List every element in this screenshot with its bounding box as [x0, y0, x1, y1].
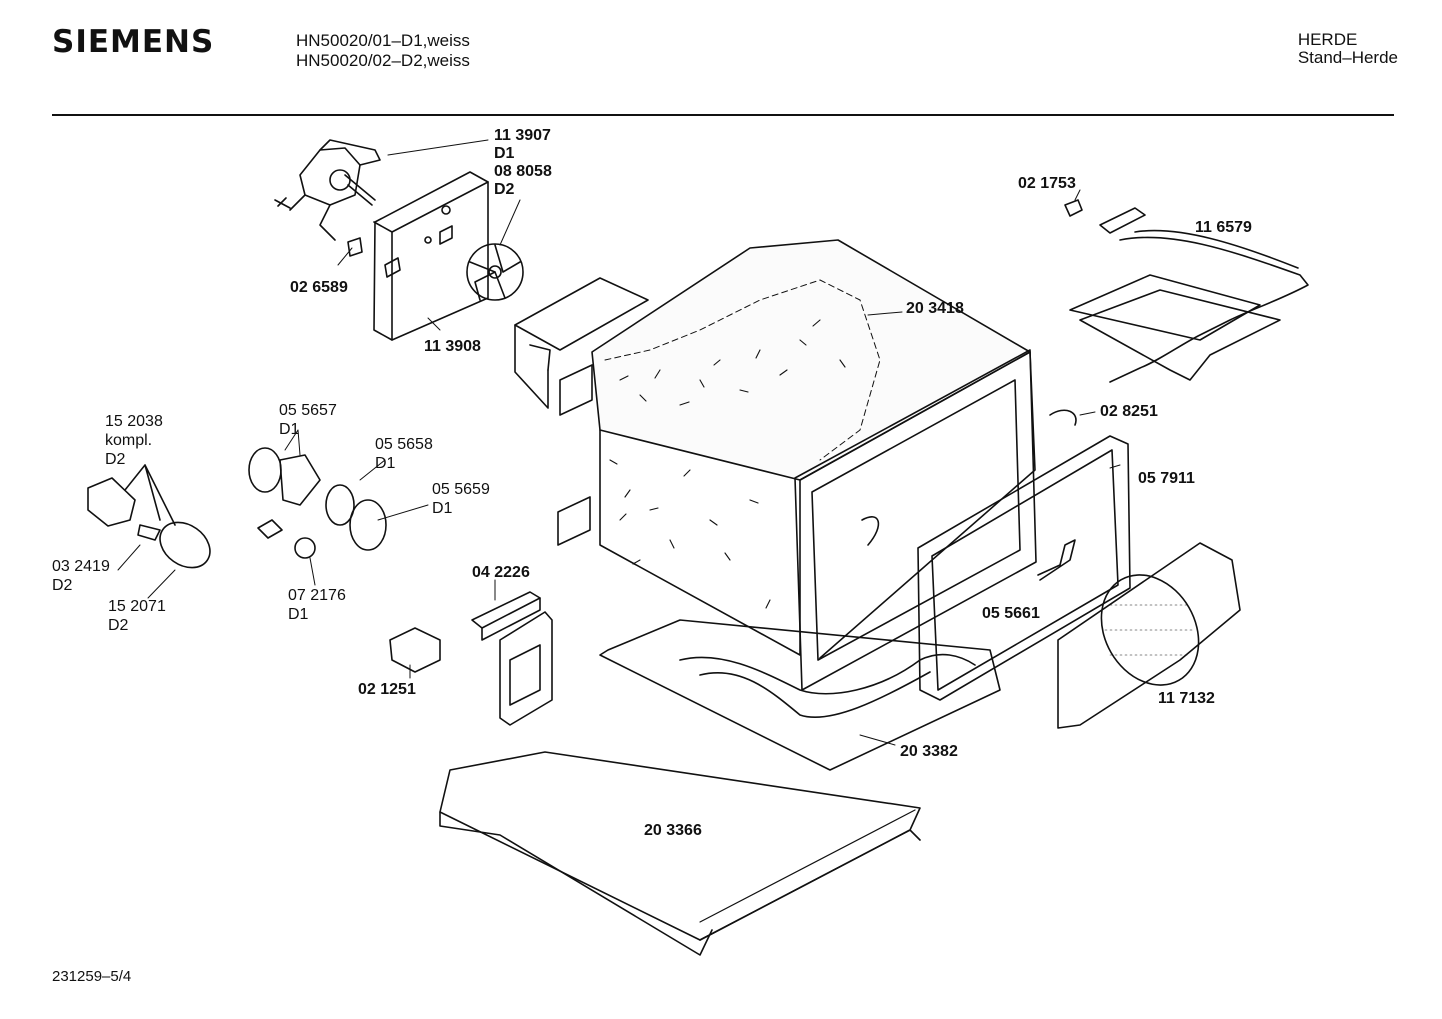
connector-021251	[389, 627, 441, 673]
hinge-055661	[1037, 539, 1076, 581]
label-117132: 11 7132	[1158, 690, 1215, 707]
rear-fan-cover	[1057, 542, 1241, 729]
document-number: 231259–5/4	[52, 968, 132, 985]
label-088058-variant: D2	[494, 181, 515, 198]
label-203382: 20 3382	[900, 743, 958, 760]
brand-logo: SIEMENS	[52, 24, 215, 60]
label-021251: 02 1251	[358, 681, 416, 698]
fan-mounting-plate	[373, 171, 489, 341]
label-055657-variant: D1	[279, 421, 300, 438]
nut-026589	[347, 237, 363, 257]
category-block: HERDE Stand–Herde	[1298, 31, 1398, 67]
label-113907: 11 3907	[494, 127, 551, 144]
label-072176-variant: D1	[288, 606, 309, 623]
label-055659-variant: D1	[432, 500, 453, 517]
label-057911: 05 7911	[1138, 470, 1195, 487]
clip-021753	[1064, 199, 1083, 217]
label-152038: 15 2038	[105, 413, 163, 430]
label-072176: 07 2176	[288, 587, 346, 604]
terminal-block-042226	[471, 591, 541, 641]
model-line-1: HN50020/01–D1,weiss	[296, 31, 470, 50]
label-055658-variant: D1	[375, 455, 396, 472]
category-title: HERDE	[1297, 30, 1358, 49]
label-055658: 05 5658	[375, 436, 433, 453]
top-heating-element	[1069, 207, 1309, 383]
model-list: HN50020/01–D1,weiss HN50020/02–D2,weiss	[296, 31, 470, 71]
label-028251: 02 8251	[1100, 403, 1158, 420]
label-026589: 02 6589	[290, 279, 348, 296]
label-032419: 03 2419	[52, 558, 110, 575]
header-divider	[52, 114, 1394, 116]
label-042226: 04 2226	[472, 564, 530, 581]
label-152071-variant: D2	[108, 617, 129, 634]
side-bracket	[514, 277, 649, 409]
label-203366: 20 3366	[644, 822, 702, 839]
fan-motor-assembly	[274, 139, 381, 241]
model-line-2: HN50020/02–D2,weiss	[296, 51, 470, 70]
clip-028251	[1049, 409, 1077, 426]
label-116579: 11 6579	[1195, 219, 1252, 236]
lamp-seals	[248, 447, 387, 559]
label-152038-note: kompl.	[105, 432, 153, 449]
label-055659: 05 5659	[432, 481, 490, 498]
bottom-tray	[439, 751, 921, 956]
label-113908: 11 3908	[424, 338, 481, 355]
bottom-heating-element	[599, 619, 1001, 771]
label-032419-variant: D2	[52, 577, 73, 594]
label-088058: 08 8058	[494, 163, 552, 180]
label-055657: 05 5657	[279, 402, 337, 419]
fan-wheel	[466, 243, 524, 301]
label-113907-variant: D1	[494, 145, 515, 162]
label-203418: 20 3418	[906, 300, 964, 317]
label-021753: 02 1753	[1018, 175, 1076, 192]
lamp-assembly	[87, 464, 211, 569]
category-subtitle: Stand–Herde	[1297, 48, 1398, 67]
leader-lines	[117, 139, 1121, 746]
label-055661: 05 5661	[982, 605, 1040, 622]
label-152071: 15 2071	[108, 598, 166, 615]
label-152038-variant: D2	[105, 451, 126, 468]
oven-front-frame	[794, 349, 1037, 691]
terminal-bracket	[499, 611, 553, 726]
